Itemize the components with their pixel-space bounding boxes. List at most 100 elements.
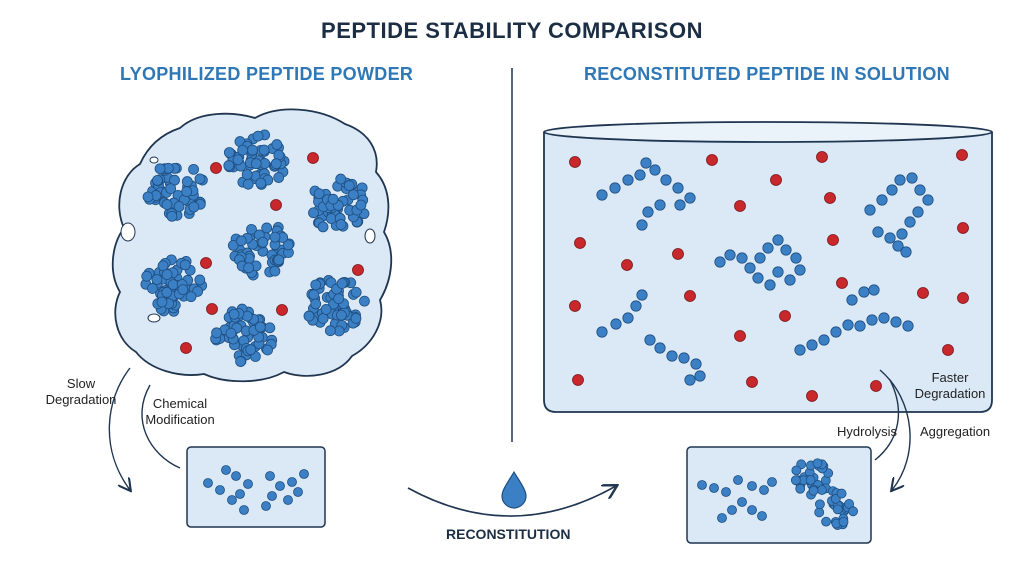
peptide-bead (684, 192, 696, 204)
peptide-bead (188, 201, 200, 213)
degraded-box-left (186, 446, 326, 528)
water-molecule-dot (684, 290, 696, 302)
peptide-bead (194, 173, 206, 185)
peptide-bead (269, 265, 281, 277)
peptide-bead (154, 163, 166, 175)
peptide-bead (235, 235, 247, 247)
peptide-bead (660, 174, 672, 186)
aggregate-bead (805, 475, 816, 485)
water-molecule-dot (206, 303, 218, 315)
peptide-bead (858, 286, 870, 298)
peptide-bead (596, 326, 608, 338)
peptide-bead (235, 356, 246, 367)
water-molecule-dot (276, 304, 288, 316)
peptide-bead (752, 272, 764, 284)
peptide-chain (794, 284, 914, 356)
peptide-bead (355, 199, 367, 211)
peptide-bead (325, 213, 337, 224)
peptide-bead (188, 163, 199, 175)
peptide-bead (359, 295, 370, 307)
fragment-bead (757, 511, 767, 521)
aggregate-bead (817, 485, 827, 495)
peptide-aggregate-cluster (227, 222, 295, 281)
water-molecule-dot (734, 200, 746, 212)
peptide-bead (335, 219, 347, 230)
peptide-bead (690, 358, 702, 370)
peptide-bead (310, 279, 322, 291)
aggregate-bead (815, 499, 825, 510)
aggregate-bead (844, 499, 855, 509)
lyophilized-heading: LYOPHILIZED PEPTIDE POWDER (120, 64, 414, 84)
water-molecule-dot (572, 374, 584, 386)
peptide-bead (227, 239, 239, 251)
peptide-bead (255, 177, 267, 189)
peptide-bead (257, 236, 269, 248)
water-molecule-dot (942, 344, 954, 356)
peptide-bead (912, 206, 924, 218)
fragment-bead (235, 489, 245, 499)
water-molecule-dot (672, 248, 684, 260)
faster-degradation-label: Faster Degradation (914, 370, 986, 401)
peptide-aggregate-cluster (142, 162, 208, 222)
peptide-bead (772, 234, 784, 246)
peptide-bead (177, 284, 189, 296)
peptide-bead (157, 260, 169, 272)
peptide-bead (333, 293, 345, 305)
peptide-bead (166, 210, 178, 222)
peptide-chain (864, 172, 934, 258)
fragment-bead (203, 478, 213, 488)
powder-void (149, 156, 159, 164)
water-molecule-dot (816, 151, 828, 163)
peptide-bead (876, 194, 888, 206)
fragment-bead (221, 465, 231, 475)
peptide-bead (736, 252, 748, 264)
fragment-bead (283, 495, 293, 505)
beaker-rim (543, 121, 993, 143)
peptide-bead (596, 189, 608, 201)
peptide-bead (348, 189, 359, 201)
water-molecule-dot (836, 277, 848, 289)
peptide-bead (634, 169, 646, 181)
fragment-bead (287, 477, 297, 487)
peptide-bead (270, 158, 282, 170)
aggregation-label: Aggregation (919, 424, 991, 439)
aggregate-bead (848, 506, 859, 517)
peptide-bead (654, 342, 666, 354)
peptide-bead (892, 240, 904, 252)
peptide-bead (649, 164, 661, 176)
peptide-bead (165, 183, 177, 194)
water-molecule-dot (824, 192, 836, 204)
peptide-aggregate-cluster (303, 275, 370, 337)
peptide-bead (914, 184, 926, 196)
peptide-bead (609, 182, 621, 194)
water-molecule-dot (870, 380, 882, 392)
aggregate-bead (838, 516, 849, 527)
peptide-bead (303, 310, 315, 322)
peptide-bead (666, 350, 678, 362)
fragment-bead (215, 485, 225, 495)
peptide-bead (250, 158, 262, 170)
peptide-bead (308, 289, 320, 301)
peptide-bead (141, 270, 153, 282)
peptide-bead (878, 312, 890, 324)
peptide-aggregate-cluster (140, 254, 208, 317)
peptide-bead (308, 207, 319, 219)
peptide-bead (269, 231, 281, 243)
fragment-bead (733, 475, 743, 485)
fragment-bead (767, 477, 777, 487)
peptide-bead (818, 334, 830, 346)
peptide-bead (900, 246, 912, 258)
peptide-chain (596, 289, 706, 386)
peptide-bead (622, 174, 634, 186)
peptide-bead (886, 184, 898, 196)
aggregate-bead (791, 465, 802, 476)
fragment-bead (709, 483, 719, 493)
peptide-bead (194, 274, 206, 286)
peptide-bead (754, 252, 766, 264)
peptide-bead (896, 228, 908, 240)
fragment-bead (717, 513, 727, 523)
fragment-bead (265, 471, 275, 481)
peptide-bead (343, 180, 355, 191)
peptide-bead (846, 294, 858, 306)
